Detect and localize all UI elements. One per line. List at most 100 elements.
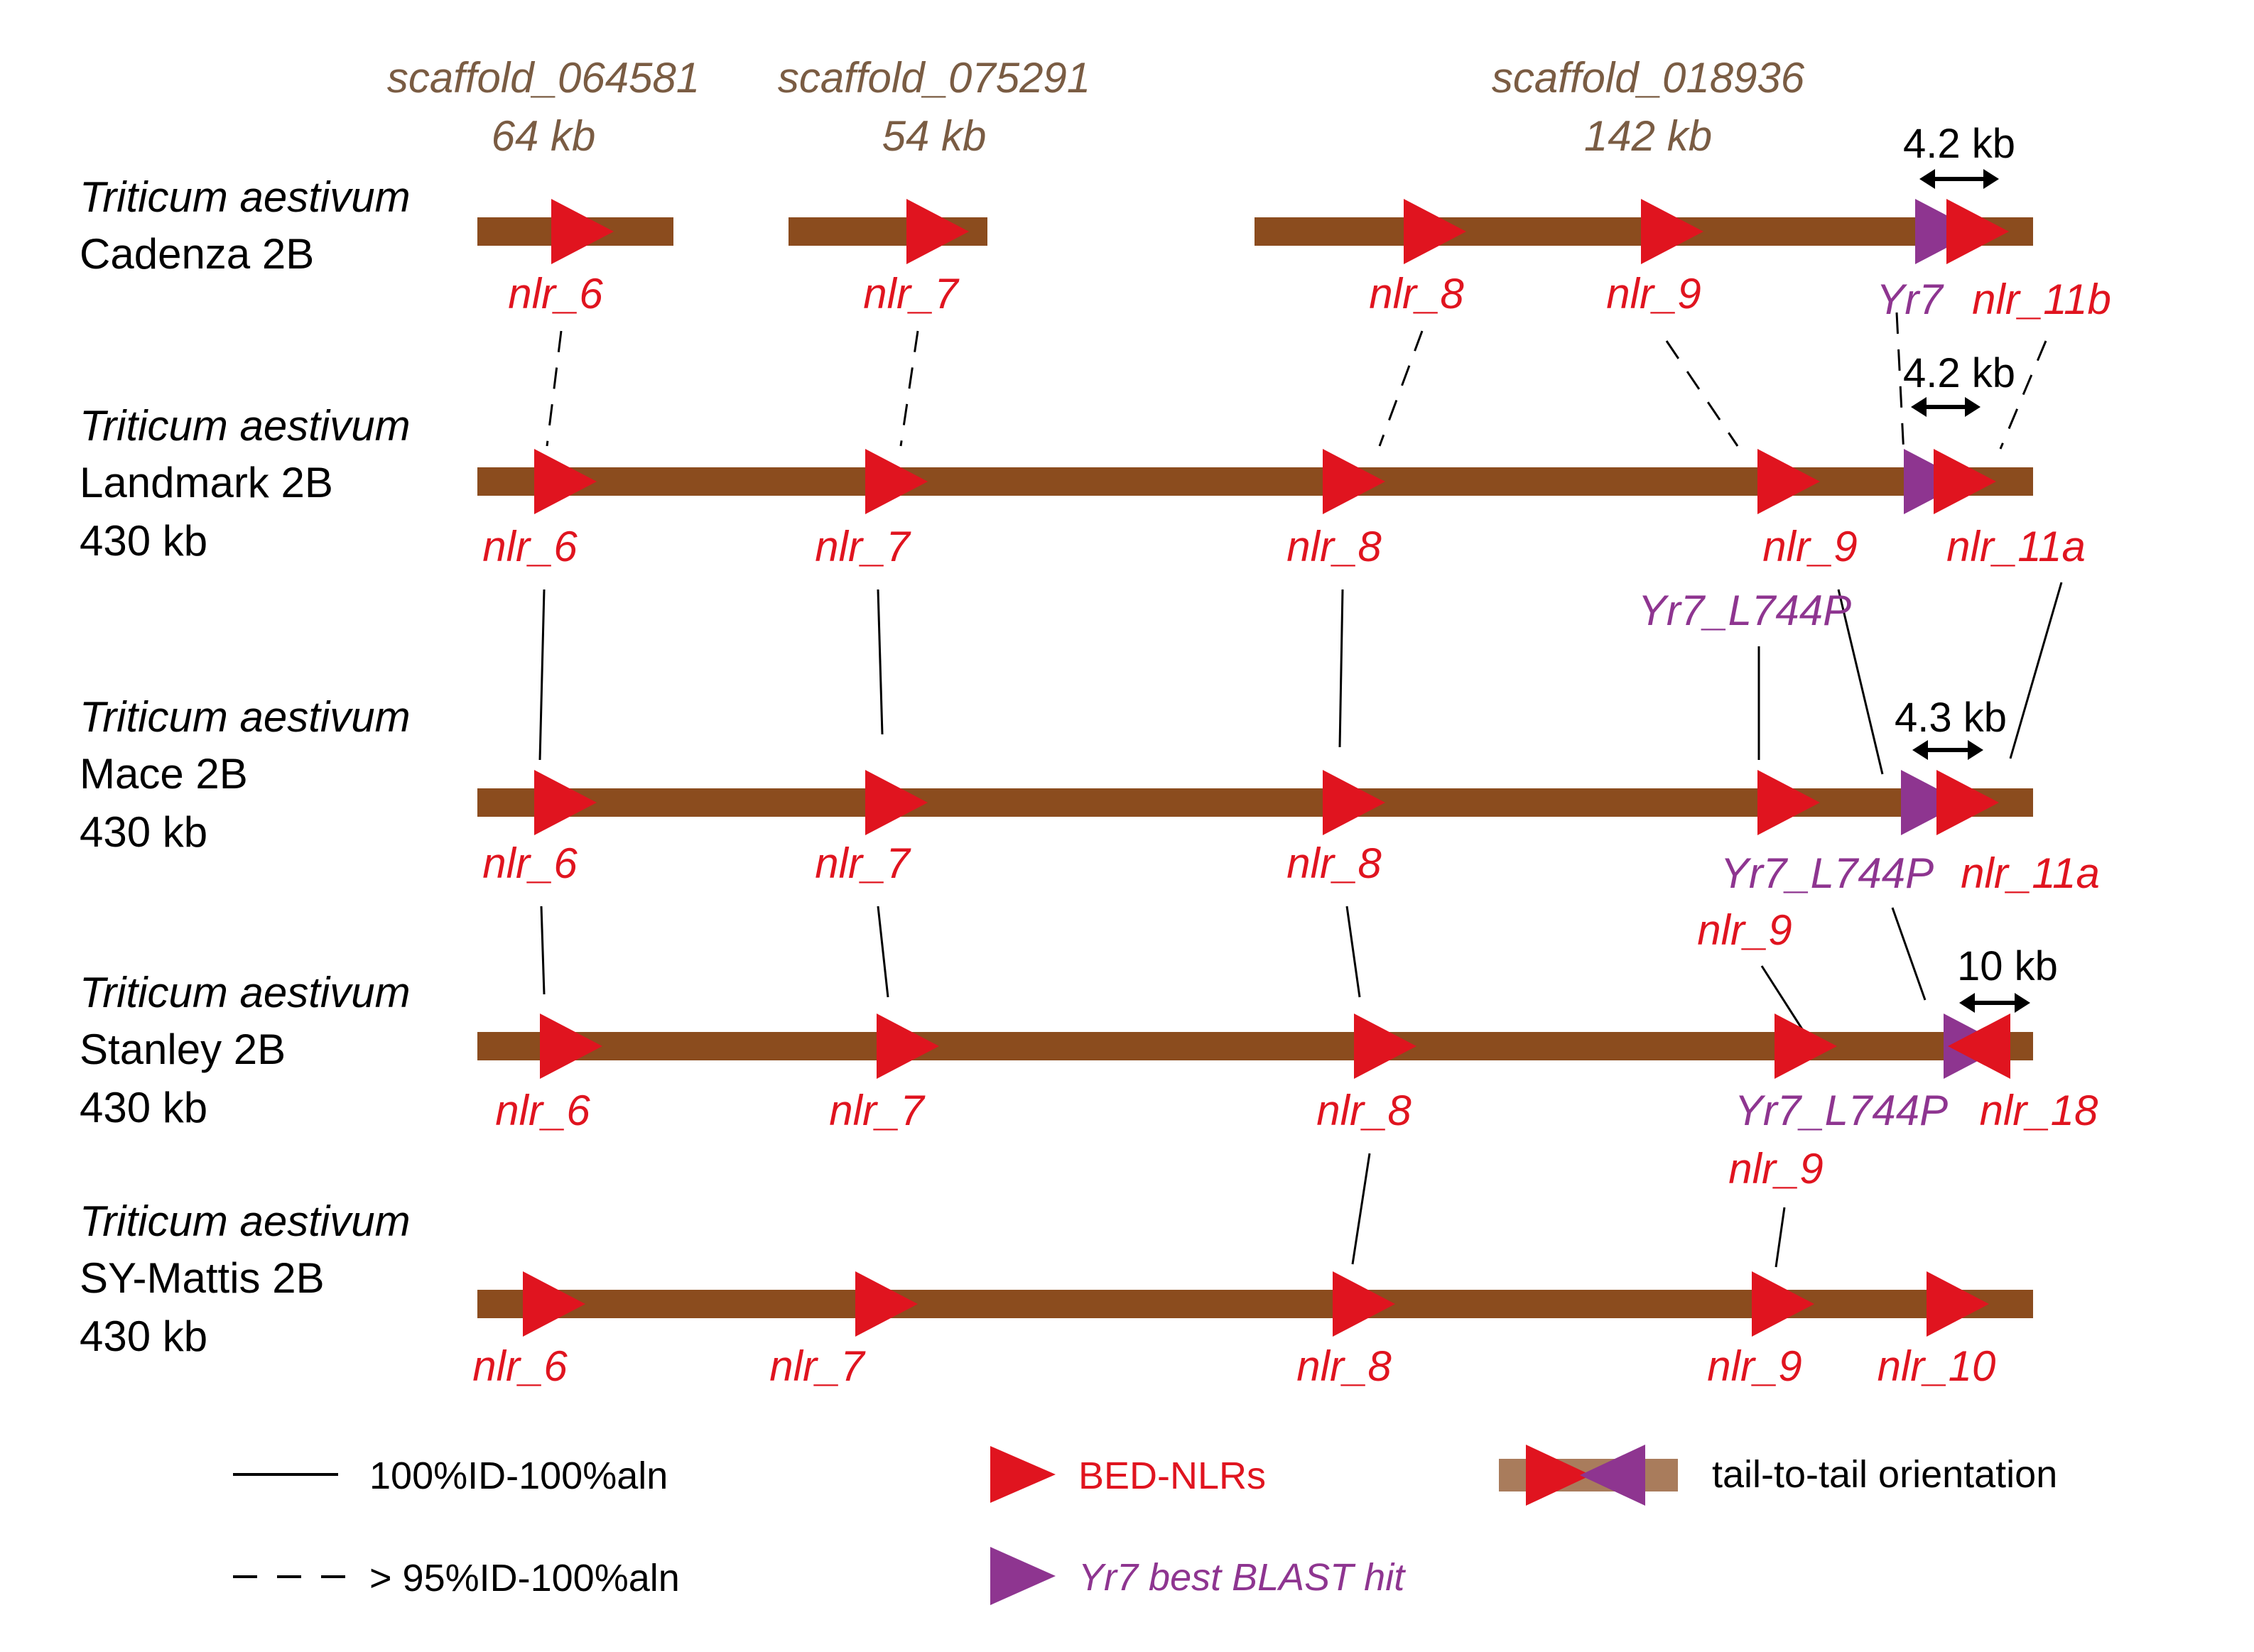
gene-label: Yr7 bbox=[1876, 276, 1944, 323]
nlr-gene-marker bbox=[1946, 199, 2009, 264]
distance-label: 4.3 kb bbox=[1895, 695, 2007, 741]
cultivar-name: Stanley 2B bbox=[80, 1026, 286, 1073]
nlr-gene-marker bbox=[534, 449, 597, 514]
nlr-gene-marker bbox=[1323, 449, 1385, 514]
double-arrow-icon bbox=[1912, 740, 1983, 760]
scaffold-header-3: scaffold_018936 142 kb bbox=[1492, 54, 1805, 160]
gene-label: nlr_9 bbox=[1606, 270, 1701, 317]
yr7-gene-marker bbox=[1901, 770, 1963, 835]
double-arrow-icon bbox=[1959, 993, 2030, 1013]
nlr-gene-marker bbox=[1934, 449, 1996, 514]
scaffold-size: 64 kb bbox=[492, 112, 596, 160]
gene-label: nlr_18 bbox=[1980, 1087, 2098, 1134]
gene-label: nlr_8 bbox=[1316, 1087, 1412, 1134]
gene-label: nlr_10 bbox=[1878, 1342, 1996, 1390]
gene-label: nlr_9 bbox=[1728, 1145, 1823, 1192]
gene-label: nlr_6 bbox=[482, 523, 578, 570]
nlr-gene-marker bbox=[865, 770, 928, 835]
nlr-gene-marker bbox=[1757, 449, 1820, 514]
nlr-gene-marker bbox=[1354, 1014, 1416, 1079]
species-name: Triticum aestivum bbox=[80, 173, 411, 221]
nlr-gene-marker bbox=[1323, 770, 1385, 835]
legend: 100%ID-100%aln > 95%ID-100%aln BED-NLRs … bbox=[233, 1445, 2057, 1605]
gene-label: nlr_8 bbox=[1286, 839, 1382, 887]
solid-synteny-link bbox=[1837, 589, 1884, 775]
gene-label: Yr7_L744P bbox=[1721, 849, 1934, 897]
gene-markers bbox=[523, 199, 2010, 1337]
region-size: 430 kb bbox=[80, 1313, 207, 1360]
solid-synteny-link bbox=[540, 906, 546, 995]
region-size: 430 kb bbox=[80, 808, 207, 856]
gene-label: nlr_8 bbox=[1369, 270, 1464, 317]
solid-synteny-link bbox=[877, 589, 884, 735]
legend-bed-nlr-label: BED-NLRs bbox=[1078, 1455, 1266, 1497]
legend-solid-line: 100%ID-100%aln bbox=[233, 1455, 668, 1497]
nlr-gene-marker bbox=[551, 199, 614, 264]
purple-triangle-icon bbox=[1580, 1445, 1645, 1506]
distance-label: 4.2 kb bbox=[1903, 350, 2015, 396]
scaffold-header-1: scaffold_064581 64 kb bbox=[387, 54, 700, 160]
solid-synteny-link bbox=[1345, 906, 1361, 998]
solid-synteny-link bbox=[1338, 589, 1344, 748]
gene-label: nlr_8 bbox=[1286, 523, 1382, 570]
nlr-gene-marker bbox=[1927, 1271, 1989, 1337]
nlr-gene-marker bbox=[855, 1271, 918, 1337]
nlr-gene-marker bbox=[1936, 770, 1999, 835]
legend-dashed-line: > 95%ID-100%aln bbox=[233, 1557, 680, 1599]
solid-synteny-link bbox=[877, 906, 889, 998]
synteny-links bbox=[538, 312, 2063, 1268]
nlr-gene-marker bbox=[540, 1014, 602, 1079]
scaffold-size: 142 kb bbox=[1584, 112, 1712, 160]
gene-label: nlr_7 bbox=[863, 270, 960, 317]
purple-triangle-icon bbox=[990, 1547, 1056, 1605]
legend-dashed-label: > 95%ID-100%aln bbox=[369, 1557, 680, 1599]
nlr-gene-marker bbox=[877, 1014, 939, 1079]
gene-label: Yr7_L744P bbox=[1735, 1087, 1948, 1134]
dashed-synteny-link bbox=[1378, 330, 1424, 447]
legend-tail-to-tail: tail-to-tail orientation bbox=[1499, 1445, 2057, 1506]
solid-synteny-link bbox=[1760, 965, 1809, 1038]
dashed-synteny-link bbox=[1665, 340, 1739, 447]
solid-synteny-link bbox=[1891, 907, 1927, 1001]
gene-label: Yr7_L744P bbox=[1638, 587, 1851, 634]
scaffold-header-2: scaffold_075291 54 kb bbox=[778, 54, 1090, 160]
nlr-gene-marker bbox=[1757, 770, 1820, 835]
dashed-synteny-link bbox=[899, 330, 919, 447]
gene-label: nlr_9 bbox=[1707, 1342, 1801, 1390]
species-name: Triticum aestivum bbox=[80, 969, 411, 1016]
cultivar-name: SY-Mattis 2B bbox=[80, 1254, 325, 1302]
nlr-gene-marker bbox=[1775, 1014, 1837, 1079]
distance-label: 4.2 kb bbox=[1903, 121, 2015, 167]
cultivar-name: Landmark 2B bbox=[80, 459, 333, 506]
legend-tail-to-tail-label: tail-to-tail orientation bbox=[1712, 1453, 2057, 1496]
cultivar-name: Cadenza 2B bbox=[80, 230, 314, 278]
scaffold-name: scaffold_064581 bbox=[387, 54, 700, 102]
dashed-synteny-link bbox=[546, 330, 563, 447]
cultivar-name: Mace 2B bbox=[80, 750, 248, 798]
solid-synteny-link bbox=[2009, 582, 2063, 759]
species-name: Triticum aestivum bbox=[80, 402, 411, 450]
gene-label: nlr_6 bbox=[482, 839, 578, 887]
solid-synteny-link bbox=[538, 589, 546, 761]
species-name: Triticum aestivum bbox=[80, 1197, 411, 1245]
track-label-mace: Triticum aestivum Mace 2B 430 kb bbox=[80, 693, 411, 856]
nlr-gene-marker bbox=[1641, 199, 1703, 264]
gene-label: nlr_7 bbox=[769, 1342, 866, 1390]
nlr-gene-marker bbox=[1404, 199, 1466, 264]
legend-yr7-label: Yr7 best BLAST hit bbox=[1078, 1556, 1406, 1599]
gene-label: nlr_11a bbox=[1946, 523, 2086, 570]
gene-label: nlr_7 bbox=[829, 1087, 926, 1134]
distance-marker-landmark: 4.2 kb bbox=[1903, 350, 2015, 417]
region-size: 430 kb bbox=[80, 1084, 207, 1131]
scaffold-name: scaffold_018936 bbox=[1492, 54, 1805, 102]
region-size: 430 kb bbox=[80, 517, 207, 565]
gene-label: nlr_6 bbox=[508, 270, 603, 317]
species-name: Triticum aestivum bbox=[80, 693, 411, 741]
solid-synteny-link bbox=[1351, 1153, 1371, 1265]
track-label-landmark: Triticum aestivum Landmark 2B 430 kb bbox=[80, 402, 411, 565]
solid-synteny-link bbox=[1775, 1207, 1786, 1268]
nlr-gene-marker bbox=[1948, 1014, 2010, 1079]
gene-label: nlr_11a bbox=[1961, 849, 2100, 897]
nlr-gene-marker bbox=[534, 770, 597, 835]
